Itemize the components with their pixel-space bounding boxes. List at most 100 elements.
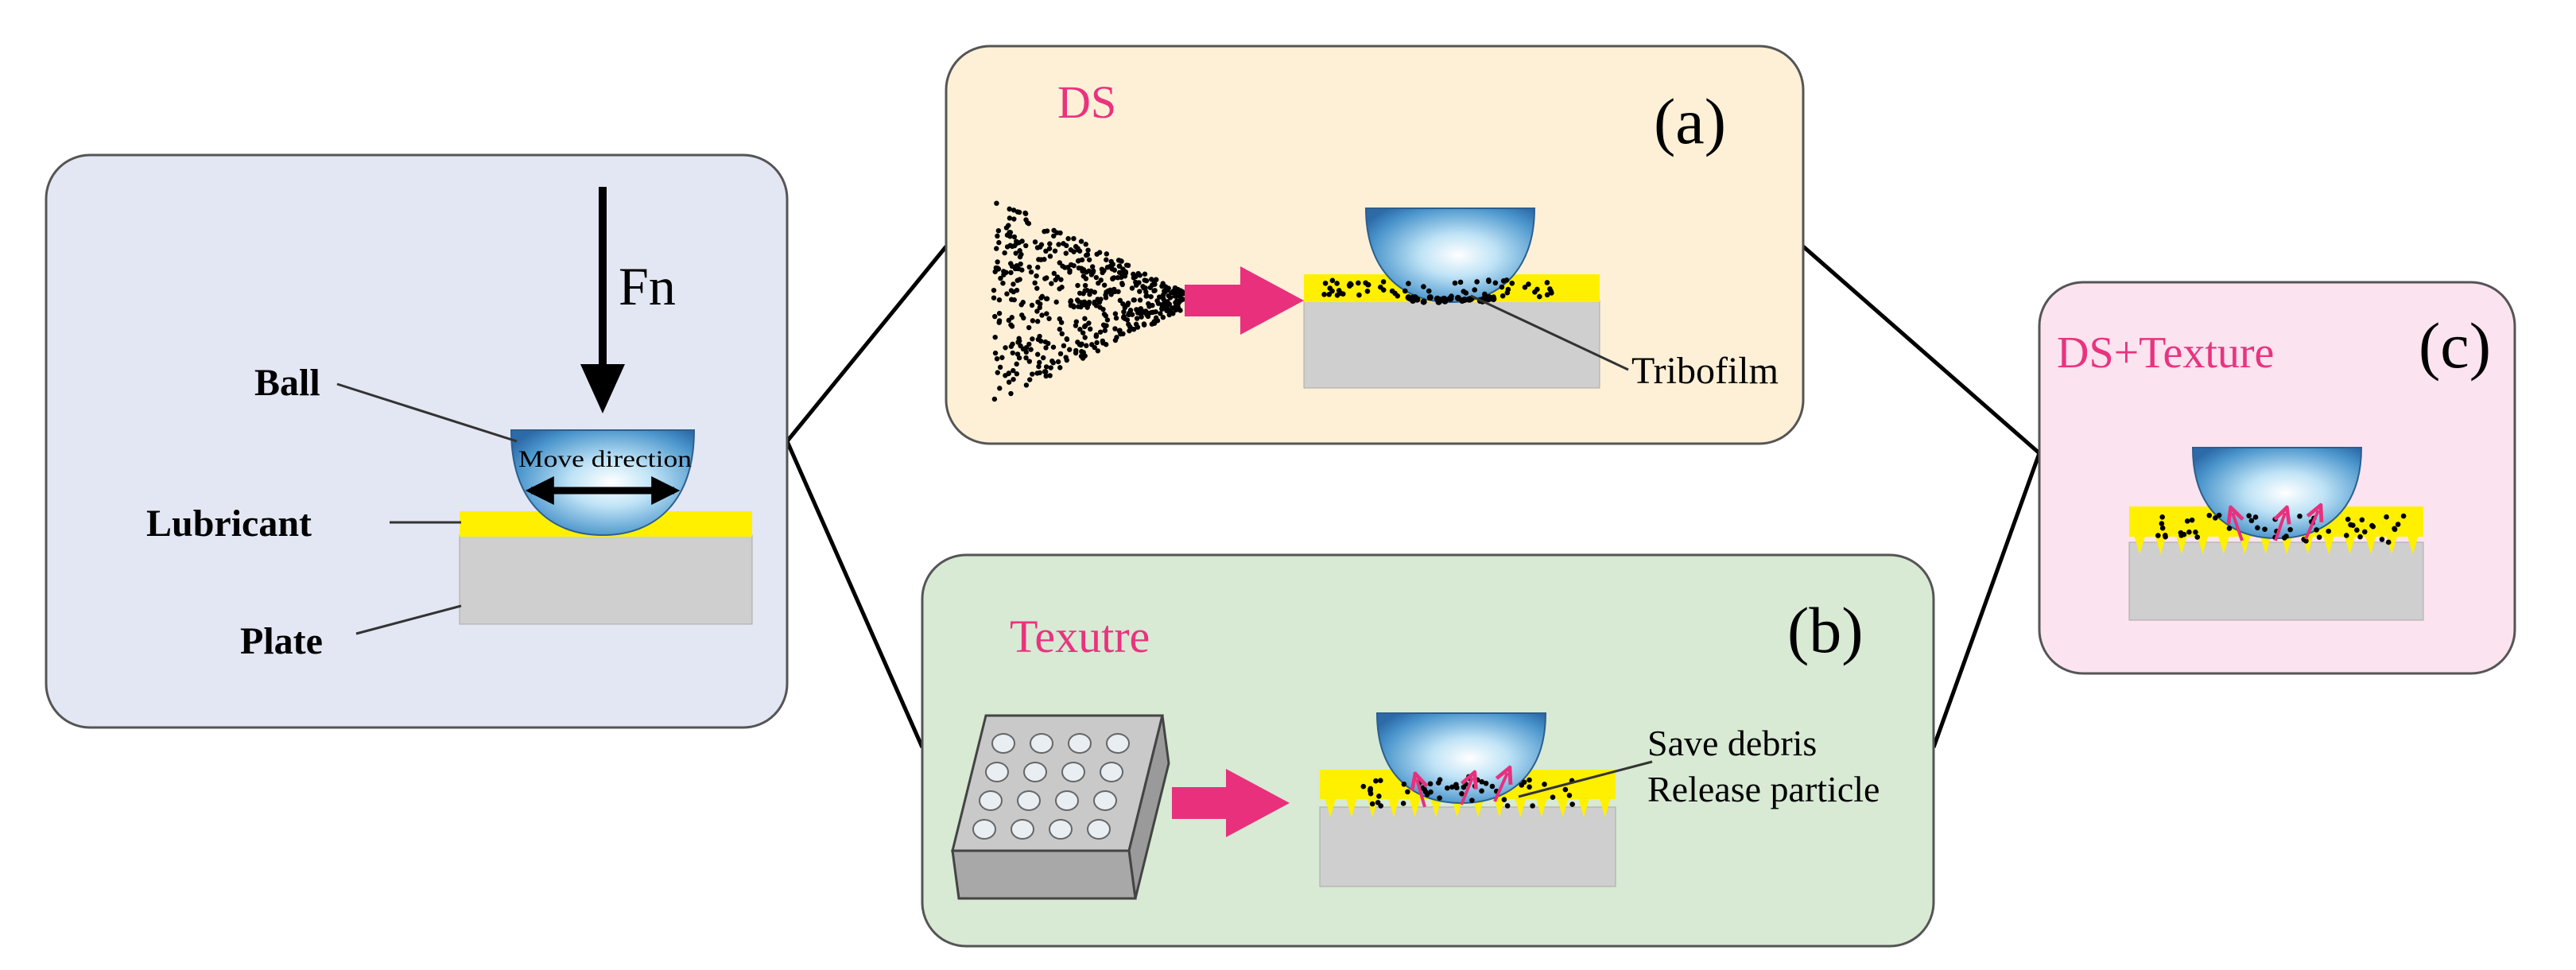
particle: [1172, 293, 1177, 299]
debris-particle: [2395, 522, 2401, 527]
debris-particle: [1499, 284, 1505, 290]
debris-particle: [1437, 777, 1443, 782]
particle: [1133, 279, 1139, 285]
debris-particle: [1474, 279, 1480, 285]
debris-particle: [2255, 525, 2260, 531]
particle: [1026, 264, 1032, 270]
particle: [1037, 333, 1042, 340]
tribofilm-particle: [1410, 294, 1417, 301]
particle: [1034, 319, 1041, 324]
particle: [1088, 288, 1094, 294]
particle: [1108, 258, 1114, 265]
particle: [1011, 234, 1018, 240]
particle: [1006, 379, 1012, 385]
particle: [1118, 258, 1123, 264]
particle: [1169, 305, 1175, 311]
debris-particle: [1522, 285, 1528, 290]
debris-particle: [1406, 281, 1411, 286]
particle: [1123, 269, 1128, 275]
plate-b: [1319, 806, 1616, 887]
particle: [1007, 206, 1012, 212]
particle: [1108, 292, 1114, 297]
particle: [1038, 242, 1045, 247]
release-arrow: [2233, 513, 2242, 541]
particle: [996, 297, 1003, 303]
particle: [1089, 342, 1095, 347]
particle: [996, 310, 1003, 316]
particle: [1079, 341, 1084, 347]
debris-particle: [1338, 290, 1344, 297]
particle: [1101, 282, 1108, 288]
particle: [1137, 297, 1143, 303]
tribofilm-particle: [1405, 294, 1412, 301]
particle: [1100, 340, 1106, 346]
particle: [1011, 216, 1017, 222]
debris-particle: [1509, 280, 1515, 286]
debris-particle: [2343, 533, 2349, 538]
panel-b-title: Texutre: [1010, 611, 1150, 662]
particle: [1153, 277, 1159, 282]
debris-particle: [1550, 794, 1556, 800]
particle: [1010, 350, 1015, 356]
lubricant-label: Lubricant: [146, 502, 312, 545]
particle: [1047, 254, 1053, 259]
particle: [1179, 289, 1185, 295]
debris-particle: [1402, 288, 1408, 294]
debris-particle: [1373, 778, 1379, 784]
particle: [1173, 307, 1179, 312]
particle: [1082, 316, 1088, 321]
particle: [1165, 306, 1170, 312]
particle: [1073, 323, 1079, 328]
particle: [1053, 299, 1059, 305]
debris-particle: [1380, 279, 1387, 285]
particle: [1123, 262, 1130, 268]
dimple: [1055, 790, 1079, 811]
particle: [1043, 364, 1049, 370]
debris-particle: [2178, 533, 2184, 538]
particle: [1078, 239, 1084, 244]
particle: [1067, 268, 1073, 274]
particle: [1138, 308, 1143, 313]
debris-particle: [2193, 529, 2198, 535]
tribofilm-label: Tribofilm: [1631, 350, 1779, 392]
particle: [1156, 294, 1162, 300]
particle: [998, 275, 1003, 281]
debris-particle: [1445, 785, 1450, 791]
particle: [1179, 297, 1185, 303]
particle: [1142, 271, 1148, 277]
particle: [1112, 326, 1118, 332]
particle: [1076, 304, 1081, 309]
particle: [1038, 295, 1044, 301]
ball-label: Ball: [254, 362, 320, 404]
particle: [1026, 359, 1032, 364]
tribofilm-particle: [1466, 296, 1473, 303]
debris-particle: [1428, 789, 1433, 795]
particle: [1166, 293, 1172, 299]
debris-particle: [1544, 292, 1550, 298]
particle: [1008, 343, 1014, 349]
particle: [1004, 232, 1011, 238]
particle: [1083, 242, 1088, 247]
debris-particle: [2194, 534, 2201, 540]
debris-particle: [1426, 288, 1432, 294]
debris-particle: [1459, 791, 1465, 797]
particle: [1119, 281, 1125, 288]
debris-particle: [1469, 797, 1475, 803]
particle: [999, 355, 1005, 360]
particle: [1111, 289, 1118, 295]
debris-particle: [1401, 782, 1407, 787]
debris-particle: [1389, 288, 1395, 294]
particle: [1016, 355, 1022, 361]
release-arrow: [1493, 773, 1507, 802]
debris-particle: [2155, 533, 2161, 538]
release-arrow: [2275, 513, 2285, 541]
debris-particle: [1329, 277, 1336, 284]
particle: [1034, 273, 1039, 279]
particle: [1054, 274, 1061, 280]
particle: [1008, 288, 1014, 293]
release-arrow: [2304, 510, 2318, 540]
debris-particle: [1542, 782, 1547, 787]
particle: [1145, 310, 1151, 316]
particle: [1150, 309, 1156, 315]
debris-particle: [1483, 780, 1489, 786]
